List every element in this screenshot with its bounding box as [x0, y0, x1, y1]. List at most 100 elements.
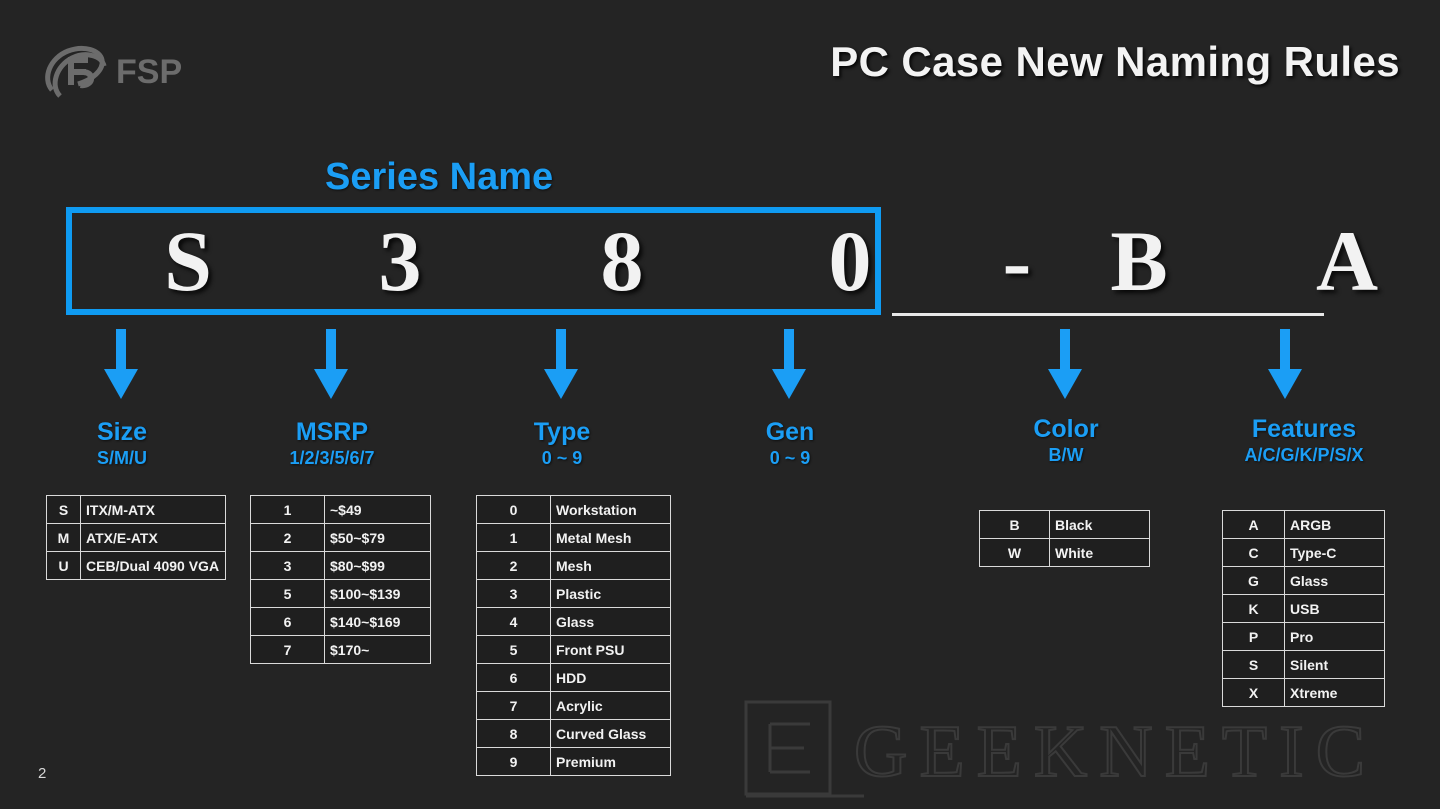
legend-desc-type-1: Metal Mesh — [550, 523, 671, 552]
legend-desc-features-c: Type-C — [1284, 538, 1385, 567]
arrow-color-icon — [1042, 329, 1088, 401]
table-row: 7$170~ — [250, 635, 431, 664]
legend-code-type-8: 8 — [476, 719, 551, 748]
field-name-color: Color — [1033, 415, 1099, 443]
arrow-gen-icon — [766, 329, 812, 401]
legend-code-type-4: 4 — [476, 607, 551, 636]
arrow-size-icon — [98, 329, 144, 401]
legend-code-features-c: C — [1222, 538, 1285, 567]
code-char-0: 0 — [828, 213, 872, 309]
field-name-size: Size — [96, 418, 148, 446]
code-char-dash: - — [1002, 213, 1032, 309]
table-row: 3$80~$99 — [250, 551, 431, 580]
legend-desc-type-9: Premium — [550, 747, 671, 776]
legend-code-msrp-7: 7 — [250, 635, 325, 664]
page-title: PC Case New Naming Rules — [830, 38, 1400, 85]
legend-desc-size-m: ATX/E-ATX — [79, 523, 227, 552]
legend-desc-type-3: Plastic — [550, 579, 671, 608]
legend-code-features-s: S — [1222, 650, 1285, 679]
field-name-features: Features — [1251, 415, 1357, 443]
table-row: 2$50~$79 — [250, 523, 431, 552]
suffix-underline — [892, 313, 1324, 316]
legend-code-features-a: A — [1222, 510, 1285, 539]
fsp-logo: FSP — [38, 36, 218, 108]
field-values-gen: 0 ~ 9 — [769, 447, 811, 468]
table-row: 6$140~$169 — [250, 607, 431, 636]
legend-desc-color-w: White — [1049, 538, 1150, 567]
field-values-size: S/M/U — [96, 447, 147, 468]
legend-desc-type-5: Front PSU — [550, 635, 671, 664]
legend-code-type-7: 7 — [476, 691, 551, 720]
legend-code-type-3: 3 — [476, 579, 551, 608]
field-values-color: B/W — [1048, 444, 1084, 465]
legend-desc-msrp-6: $140~$169 — [324, 607, 431, 636]
legend-desc-msrp-3: $80~$99 — [324, 551, 431, 580]
legend-desc-size-u: CEB/Dual 4090 VGA — [79, 551, 227, 580]
legend-code-size-u: U — [46, 551, 81, 580]
legend-desc-size-s: ITX/M-ATX — [79, 495, 227, 524]
field-name-msrp: MSRP — [295, 418, 369, 446]
arrow-features-icon — [1262, 329, 1308, 401]
legend-code-size-m: M — [46, 523, 81, 552]
table-row: 1~$49 — [250, 495, 431, 524]
code-char-b: B — [1110, 213, 1168, 309]
series-name-label: Series Name — [325, 156, 554, 198]
series-name-highlight-box — [66, 207, 881, 315]
legend-code-type-9: 9 — [476, 747, 551, 776]
legend-desc-type-7: Acrylic — [550, 691, 671, 720]
legend-code-color-b: B — [979, 510, 1050, 539]
field-name-gen: Gen — [765, 418, 815, 446]
legend-desc-msrp-2: $50~$79 — [324, 523, 431, 552]
legend-code-type-1: 1 — [476, 523, 551, 552]
legend-desc-type-2: Mesh — [550, 551, 671, 580]
legend-desc-type-8: Curved Glass — [550, 719, 671, 748]
legend-code-msrp-1: 1 — [250, 495, 325, 524]
legend-code-msrp-2: 2 — [250, 523, 325, 552]
legend-code-msrp-6: 6 — [250, 607, 325, 636]
legend-desc-msrp-7: $170~ — [324, 635, 431, 664]
code-char-s: S — [164, 213, 212, 309]
fsp-logo-icon — [38, 40, 110, 104]
legend-desc-type-0: Workstation — [550, 495, 671, 524]
legend-code-features-k: K — [1222, 594, 1285, 623]
legend-code-msrp-3: 3 — [250, 551, 325, 580]
legend-desc-features-p: Pro — [1284, 622, 1385, 651]
field-values-msrp: 1/2/3/5/6/7 — [289, 447, 375, 468]
legend-desc-features-a: ARGB — [1284, 510, 1385, 539]
code-char-8: 8 — [600, 213, 644, 309]
legend-desc-features-k: USB — [1284, 594, 1385, 623]
legend-code-type-6: 6 — [476, 663, 551, 692]
legend-desc-msrp-5: $100~$139 — [324, 579, 431, 608]
arrow-msrp-icon — [308, 329, 354, 401]
legend-desc-type-4: Glass — [550, 607, 671, 636]
table-row: 5$100~$139 — [250, 579, 431, 608]
geeknetic-wordmark: GEEKNETIC — [854, 711, 1377, 793]
legend-code-msrp-5: 5 — [250, 579, 325, 608]
